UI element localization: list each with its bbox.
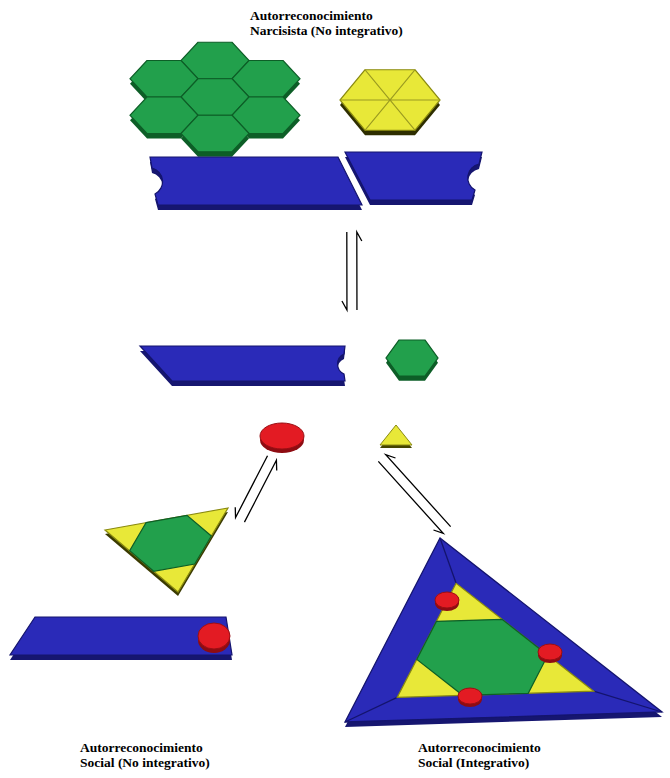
- yellow-triangle: [397, 583, 594, 697]
- hexagon-cluster: [130, 42, 300, 156]
- arrow-line: [342, 232, 347, 310]
- green-hexagon: [181, 115, 249, 151]
- green-hexagon: [386, 340, 438, 376]
- separate-pieces: [140, 340, 438, 453]
- equilibrium-arrow: [378, 455, 450, 534]
- blue-bar: [10, 617, 232, 655]
- yellow-hexagon-face: [340, 70, 440, 131]
- red-disc: [538, 644, 562, 660]
- green-hexagon: [417, 619, 548, 695]
- blue-piece: [150, 157, 362, 205]
- blue-piece: [140, 346, 345, 381]
- yellow-triangle: [105, 508, 228, 592]
- arrow-line: [244, 460, 276, 522]
- arrow-line: [378, 461, 443, 533]
- assembly-stage: [135, 310, 455, 458]
- equilibrium-arrow: [342, 232, 362, 310]
- red-disc: [458, 688, 482, 704]
- blue-bar-pair: [150, 152, 482, 210]
- arrow-line: [386, 455, 451, 527]
- frame-seams: [345, 538, 662, 722]
- arrow-line: [357, 232, 362, 310]
- triangle-seams: [340, 70, 440, 131]
- stage-label: Autorreconocimiento Narcisista (No integ…: [250, 8, 407, 38]
- yellow-hexagon: [340, 70, 440, 136]
- blue-frame: [345, 538, 662, 722]
- green-hexagon: [130, 515, 212, 571]
- stage-label: Autorreconocimiento Social (Integrativo): [418, 740, 545, 770]
- equilibrium-arrow: [235, 456, 276, 522]
- stage-label: Autorreconocimiento Social (No integrati…: [80, 740, 214, 770]
- social-integrative-assembly: [345, 538, 662, 727]
- red-disc: [198, 623, 230, 649]
- blue-piece: [345, 152, 482, 200]
- assembly-stage: Autorreconocimiento Social (Integrativo): [340, 530, 665, 776]
- assembly-stage: Autorreconocimiento Narcisista (No integ…: [125, 5, 485, 232]
- red-disc: [260, 423, 304, 449]
- yellow-triangle: [380, 425, 412, 445]
- social-non-integrative-pieces: [10, 508, 232, 660]
- red-disc: [435, 592, 459, 608]
- assembly-stage: Autorreconocimiento Social (No integrati…: [8, 500, 240, 776]
